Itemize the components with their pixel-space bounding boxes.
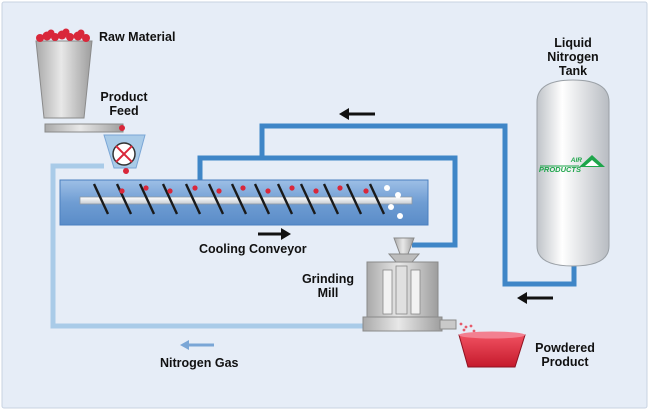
product-feed-label: Product Feed <box>94 90 154 118</box>
powdered-product-label-line1: Powdered <box>535 341 595 355</box>
tank-label-line1: Liquid <box>554 36 592 50</box>
product-feed-hopper <box>103 125 146 174</box>
nitrogen-gas-arrow <box>180 340 214 350</box>
svg-text:AIR: AIR <box>570 157 583 164</box>
liquid-nitrogen-line-outer <box>197 123 577 287</box>
nitrogen-gas-label: Nitrogen Gas <box>160 356 239 370</box>
nitrogen-gas-pipe <box>50 163 366 329</box>
liquid-nitrogen-tank <box>536 79 610 267</box>
air-products-logo: AIR PRODUCTS <box>539 155 605 174</box>
powdered-product-label: Powdered Product <box>529 341 601 369</box>
powdered-product-label-line2: Product <box>541 355 589 369</box>
raw-material-label: Raw Material <box>99 30 176 44</box>
tank-label-line2: Nitrogen <box>547 50 599 64</box>
grinding-mill-label: Grinding Mill <box>296 272 360 300</box>
powdered-product-bowl <box>458 331 526 368</box>
flow-arrow-top <box>339 108 375 120</box>
tank-label-line3: Tank <box>558 64 588 78</box>
grinding-mill-label-line1: Grinding <box>301 272 355 286</box>
grinding-mill <box>362 237 480 336</box>
raw-material-hopper <box>35 28 124 133</box>
liquid-nitrogen-line-inner <box>262 155 458 248</box>
cooling-conveyor <box>59 179 429 226</box>
grinding-mill-label-line2: Mill <box>317 286 339 300</box>
product-feed-label-line1: Product <box>100 90 148 104</box>
product-feed-label-line2: Feed <box>109 104 139 118</box>
cooling-conveyor-label: Cooling Conveyor <box>199 242 307 256</box>
flow-arrow-bottom <box>517 292 553 304</box>
svg-text:PRODUCTS: PRODUCTS <box>539 165 581 174</box>
liquid-nitrogen-tank-label: Liquid Nitrogen Tank <box>536 36 610 78</box>
conveyor-direction-arrow <box>258 228 291 240</box>
